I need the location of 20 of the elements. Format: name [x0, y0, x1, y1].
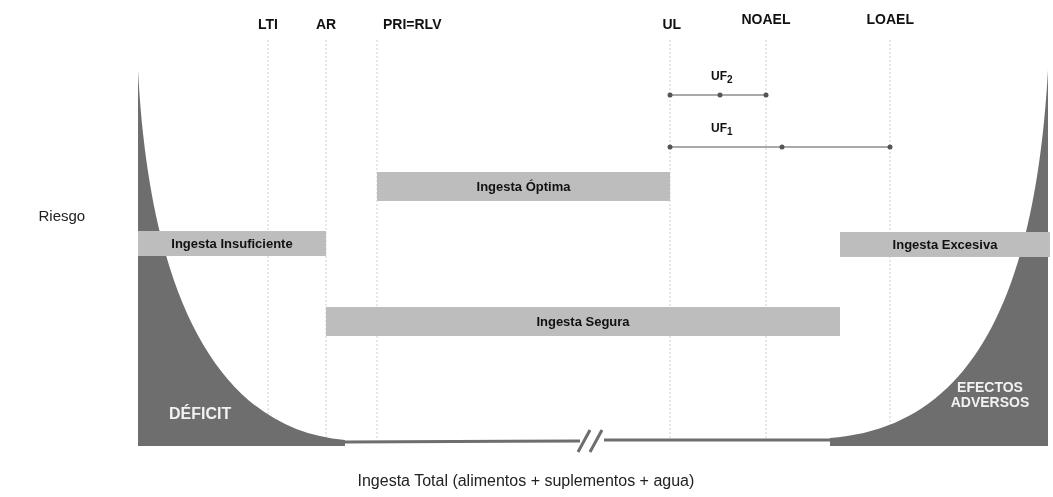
- threshold-label: LTI: [258, 17, 278, 33]
- range-label: Ingesta Segura: [536, 314, 630, 329]
- axis-label: Ingesta Total (alimentos + suplementos + agua): [357, 472, 695, 490]
- threshold-label: UL: [662, 17, 682, 33]
- intake-range-bar: [840, 232, 1050, 257]
- threshold-label: NOAEL: [741, 12, 791, 28]
- factor-label: UF$_{1}$: [711, 122, 733, 138]
- range-label: Ingesta Excesiva: [892, 237, 998, 252]
- threshold-label: PRI=RLV: [383, 17, 442, 33]
- range-label: Ingesta Insuficiente: [171, 236, 293, 251]
- threshold-label: AR: [316, 17, 337, 33]
- intake-range-bar: [326, 307, 840, 336]
- area-label: EFECTOS ADVERSOS: [949, 380, 1031, 411]
- factor-label: UF$_{2}$: [711, 70, 733, 86]
- area-label: DÉFICIT: [169, 405, 232, 423]
- axis-label: Riesgo: [38, 208, 86, 225]
- intake-range-bar: [138, 231, 326, 256]
- threshold-label: LOAEL: [866, 12, 914, 28]
- intake-range-bar: [377, 172, 670, 201]
- range-label: Ingesta Óptima: [476, 179, 571, 194]
